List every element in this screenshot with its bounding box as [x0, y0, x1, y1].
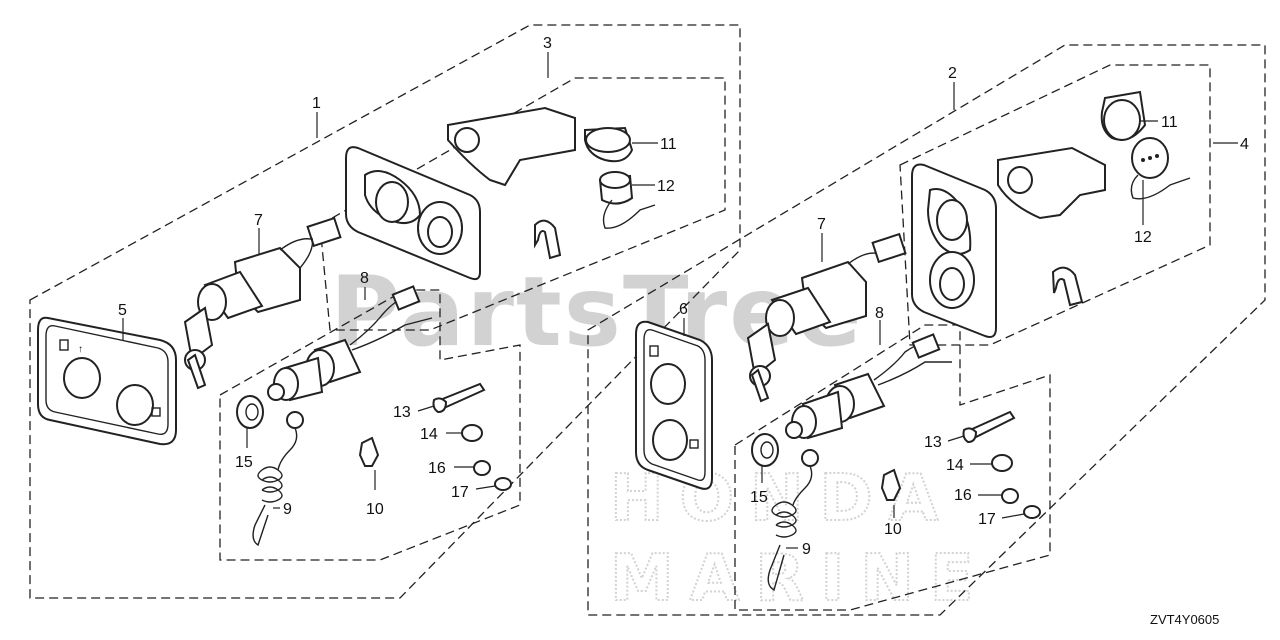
label-11-right: 11 — [1161, 114, 1178, 131]
left-cable-tie — [534, 219, 562, 260]
label-14-left: 14 — [420, 426, 438, 443]
right-clip-10 — [880, 468, 902, 501]
label-3: 3 — [543, 35, 552, 52]
right-assembly-group: 2 4 6 7 8 9 10 11 12 13 14 15 16 17 — [587, 44, 1266, 616]
right-washer-16 — [1001, 488, 1019, 504]
left-front-plate: ↑ — [37, 316, 177, 446]
right-bolt-13 — [962, 410, 1016, 444]
label-9-left: 9 — [283, 501, 292, 518]
left-ignition-switch — [183, 216, 342, 390]
left-bolt-13 — [432, 382, 486, 414]
left-nut-14 — [461, 424, 483, 442]
right-ignition-switch — [746, 232, 907, 403]
right-cover-boundary — [899, 64, 1211, 346]
label-8-right: 8 — [875, 305, 884, 322]
label-17-right: 17 — [978, 511, 996, 528]
left-switch-boundary — [219, 289, 521, 561]
left-nut-15 — [236, 395, 264, 429]
label-15-right: 15 — [750, 489, 768, 506]
left-cover-boundary — [319, 77, 726, 331]
left-lanyard — [252, 411, 304, 547]
label-16-left: 16 — [428, 460, 446, 477]
left-bracket-3 — [447, 106, 576, 187]
label-16-right: 16 — [954, 487, 972, 504]
left-assembly-group: ↑ — [29, 24, 741, 599]
label-11-left: 11 — [660, 136, 677, 153]
right-front-plate — [635, 320, 713, 490]
right-lanyard — [767, 449, 819, 592]
watermark-brand-bottom: MARINE — [610, 542, 990, 616]
left-washer-16 — [473, 460, 491, 476]
label-15-left: 15 — [235, 454, 253, 471]
label-8-left: 8 — [360, 270, 369, 287]
right-buzzer-12 — [1130, 137, 1191, 200]
label-12-right: 12 — [1134, 229, 1152, 246]
right-switch-boundary — [734, 324, 1051, 611]
left-cover-panel — [345, 146, 481, 281]
label-12-left: 12 — [657, 178, 675, 195]
diagram-code: ZVT4Y0605 — [1150, 612, 1219, 627]
svg-text:↑: ↑ — [78, 344, 83, 355]
left-washer-17 — [494, 477, 512, 491]
right-bracket-4 — [997, 146, 1106, 220]
right-holder-11 — [1100, 90, 1147, 141]
left-holder-11 — [584, 126, 634, 163]
right-cable-tie — [1051, 266, 1084, 307]
right-stop-switch — [785, 333, 952, 440]
label-10-left: 10 — [366, 501, 384, 518]
label-13-right: 13 — [924, 434, 942, 451]
right-nut-15 — [751, 433, 779, 467]
left-clip-10 — [358, 436, 380, 467]
label-6: 6 — [679, 301, 688, 318]
label-14-right: 14 — [946, 457, 964, 474]
label-5: 5 — [118, 302, 127, 319]
label-1: 1 — [312, 95, 321, 112]
label-17-left: 17 — [451, 484, 469, 501]
right-washer-17 — [1023, 505, 1041, 519]
right-nut-14 — [991, 454, 1013, 472]
right-cover-panel — [911, 163, 997, 338]
label-13-left: 13 — [393, 404, 411, 421]
label-7-right: 7 — [817, 216, 826, 233]
left-stop-switch — [267, 285, 433, 402]
right-assembly-boundary — [587, 44, 1266, 616]
label-9-right: 9 — [802, 541, 811, 558]
left-assembly-boundary — [29, 24, 741, 599]
left-buzzer-12 — [598, 171, 656, 229]
label-2: 2 — [948, 65, 957, 82]
label-7-left: 7 — [254, 212, 263, 229]
label-4: 4 — [1240, 136, 1249, 153]
label-10-right: 10 — [884, 521, 902, 538]
